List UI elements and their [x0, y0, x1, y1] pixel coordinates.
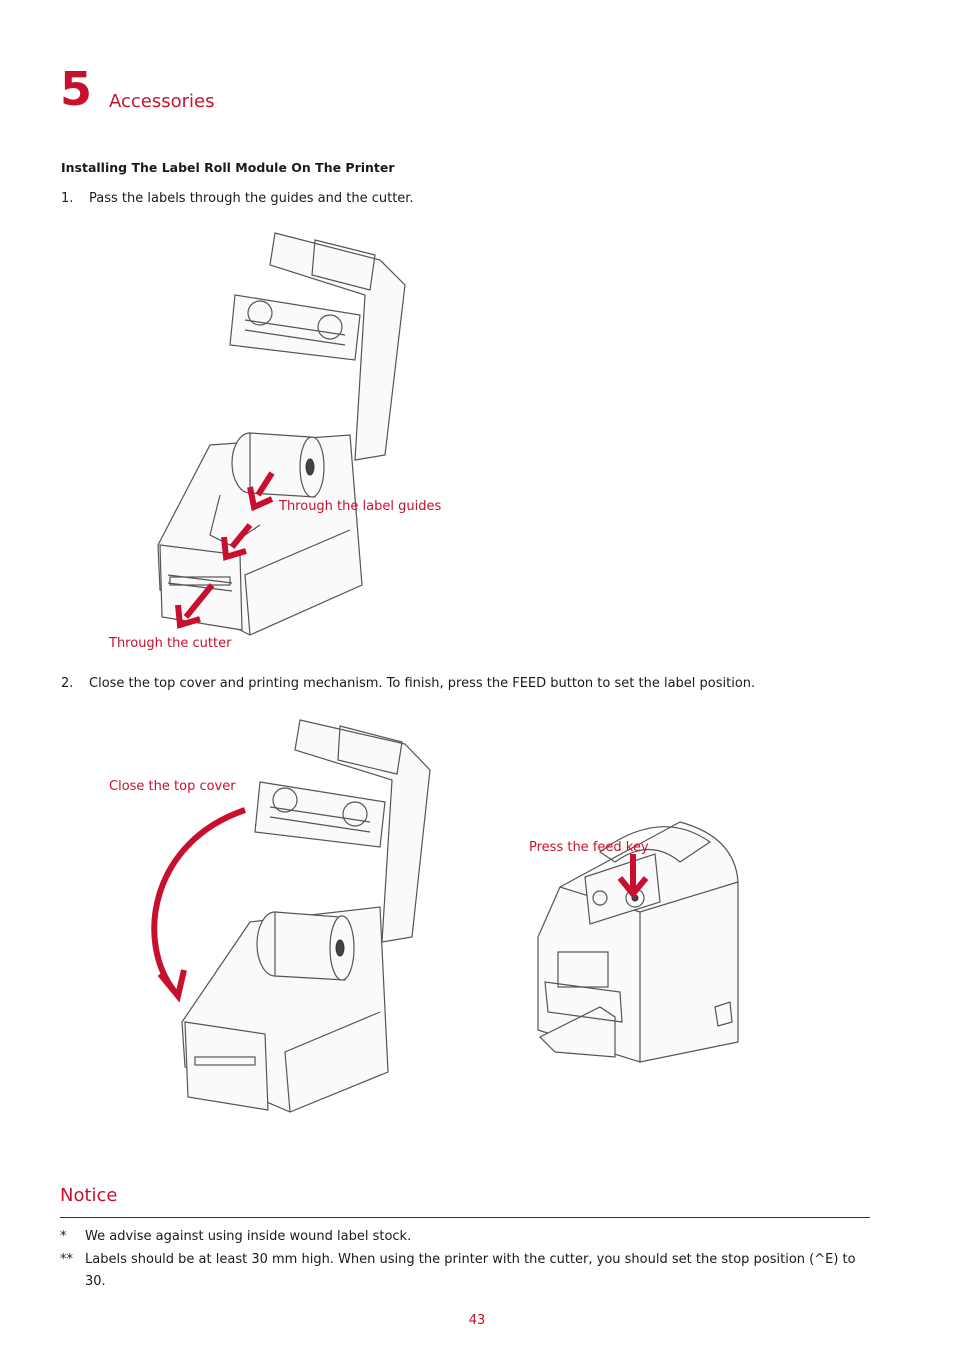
- step-1: 1. Pass the labels through the guides an…: [61, 191, 881, 209]
- notice-item: ** Labels should be at least 30 mm high.…: [60, 1249, 870, 1293]
- chapter-title: Accessories: [109, 91, 215, 112]
- callout-feed-key: Press the feed key: [529, 840, 649, 855]
- page-number: 43: [468, 1313, 486, 1328]
- feed-key-illustration: [537, 821, 739, 1063]
- label-threading-illustration: [157, 232, 406, 636]
- notice-mark: *: [60, 1229, 67, 1244]
- section-heading: Installing The Label Roll Module On The …: [61, 160, 395, 175]
- notice-text: Labels should be at least 30 mm high. Wh…: [85, 1252, 856, 1289]
- chapter-number: 5: [60, 62, 93, 116]
- notice-text: We advise against using inside wound lab…: [85, 1229, 412, 1244]
- step-2: 2. Close the top cover and printing mech…: [61, 676, 921, 694]
- callout-close-cover: Close the top cover: [109, 779, 236, 794]
- notice-divider: [60, 1217, 870, 1218]
- notice-item: * We advise against using inside wound l…: [60, 1226, 870, 1248]
- notice-mark: **: [60, 1252, 73, 1267]
- callout-label-guides: Through the label guides: [279, 499, 442, 514]
- step-number: 2.: [61, 676, 74, 691]
- step-text: Close the top cover and printing mechani…: [89, 676, 756, 691]
- notice-title: Notice: [60, 1185, 118, 1206]
- close-cover-illustration: [151, 719, 431, 1113]
- callout-cutter: Through the cutter: [109, 636, 232, 651]
- step-number: 1.: [61, 191, 74, 206]
- step-text: Pass the labels through the guides and t…: [89, 191, 414, 206]
